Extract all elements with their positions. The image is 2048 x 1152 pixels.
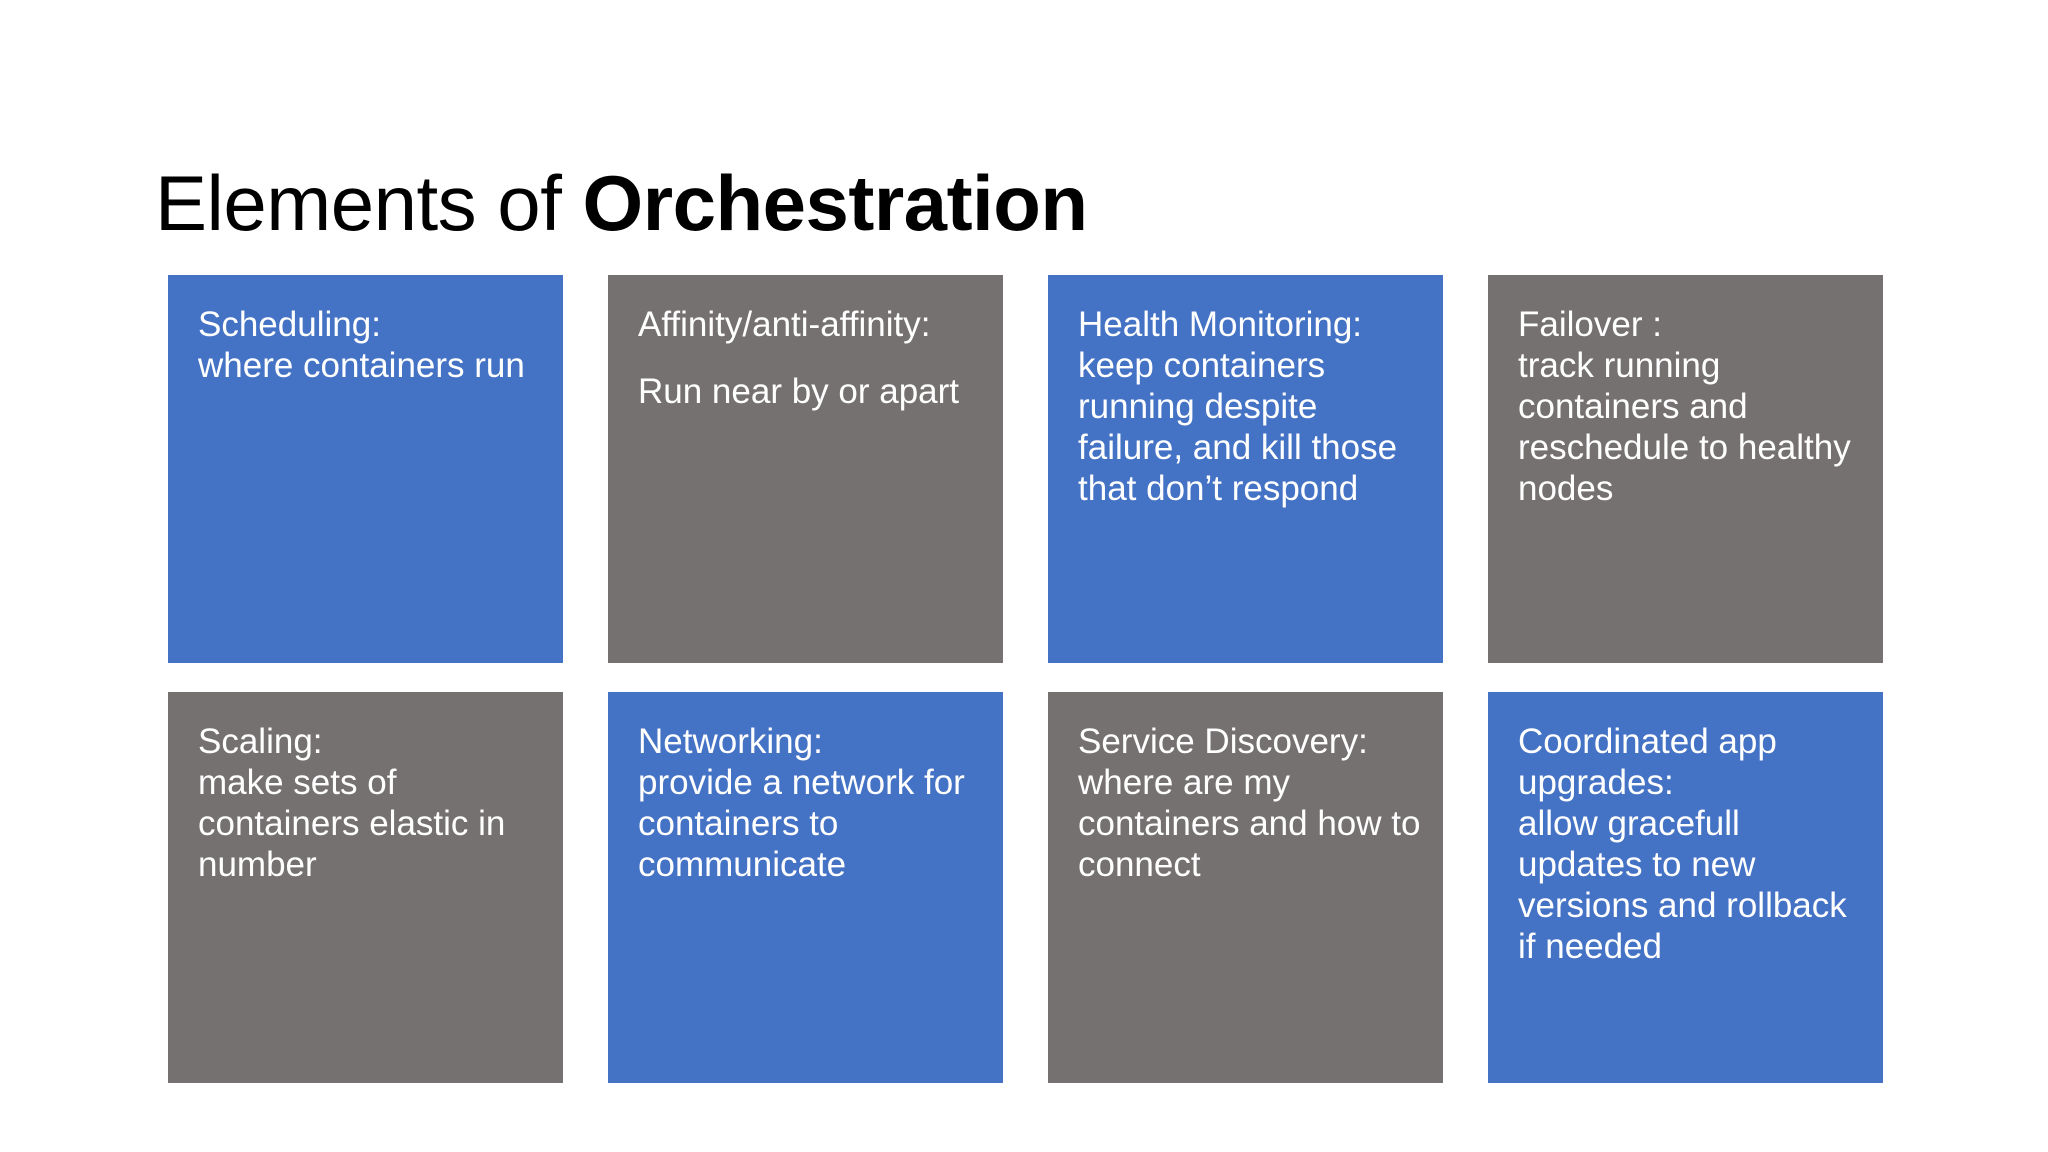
card-service-discovery-text: Service Discovery: where are my containe…: [1078, 722, 1421, 886]
card-affinity-anti-affinity-body-block: Run near by or apart: [638, 372, 981, 413]
page-title: Elements of Orchestration: [155, 164, 1088, 242]
card-networking-heading: Networking:: [638, 722, 823, 761]
card-networking-text: Networking: provide a network for contai…: [638, 722, 981, 886]
card-service-discovery-heading: Service Discovery:: [1078, 722, 1368, 761]
card-scaling-heading: Scaling:: [198, 722, 323, 761]
card-health-monitoring[interactable]: Health Monitoring: keep containers runni…: [1048, 275, 1443, 663]
card-failover-text: Failover : track running containers and …: [1518, 305, 1861, 510]
card-affinity-anti-affinity-heading-block: Affinity/anti-affinity:: [638, 305, 981, 346]
card-scaling-text: Scaling: make sets of containers elastic…: [198, 722, 541, 886]
card-scheduling-text: Scheduling: where containers run: [198, 305, 541, 387]
card-networking[interactable]: Networking: provide a network for contai…: [608, 692, 1003, 1083]
card-failover-body: track running containers and reschedule …: [1518, 345, 1851, 508]
card-coordinated-app-upgrades-text: Coordinated app upgrades: allow graceful…: [1518, 722, 1861, 968]
card-affinity-anti-affinity-body: Run near by or apart: [638, 371, 960, 411]
card-scaling-body: make sets of containers elastic in numbe…: [198, 762, 506, 884]
card-scaling[interactable]: Scaling: make sets of containers elastic…: [168, 692, 563, 1083]
card-scheduling-body: where containers run: [198, 345, 525, 385]
card-scheduling-heading: Scheduling:: [198, 305, 381, 344]
card-networking-body: provide a network for containers to comm…: [638, 762, 965, 884]
page-title-light-part: Elements of: [155, 159, 583, 248]
card-affinity-anti-affinity-text: Affinity/anti-affinity: Run near by or a…: [638, 305, 981, 413]
card-scheduling[interactable]: Scheduling: where containers run: [168, 275, 563, 663]
card-affinity-anti-affinity-heading: Affinity/anti-affinity:: [638, 305, 931, 344]
orchestration-elements-grid: Scheduling: where containers run Affinit…: [168, 275, 1912, 1083]
card-coordinated-app-upgrades-body: allow gracefull updates to new versions …: [1518, 803, 1847, 966]
card-health-monitoring-heading: Health Monitoring:: [1078, 305, 1363, 344]
card-service-discovery[interactable]: Service Discovery: where are my containe…: [1048, 692, 1443, 1083]
card-health-monitoring-body: keep containers running despite failure,…: [1078, 345, 1398, 508]
card-failover-heading: Failover :: [1518, 305, 1662, 344]
card-service-discovery-body: where are my containers and how to conne…: [1078, 762, 1421, 884]
card-affinity-anti-affinity[interactable]: Affinity/anti-affinity: Run near by or a…: [608, 275, 1003, 663]
page-title-bold-part: Orchestration: [582, 159, 1088, 248]
card-health-monitoring-text: Health Monitoring: keep containers runni…: [1078, 305, 1421, 510]
card-coordinated-app-upgrades-heading: Coordinated app upgrades:: [1518, 722, 1777, 802]
card-failover[interactable]: Failover : track running containers and …: [1488, 275, 1883, 663]
card-coordinated-app-upgrades[interactable]: Coordinated app upgrades: allow graceful…: [1488, 692, 1883, 1083]
